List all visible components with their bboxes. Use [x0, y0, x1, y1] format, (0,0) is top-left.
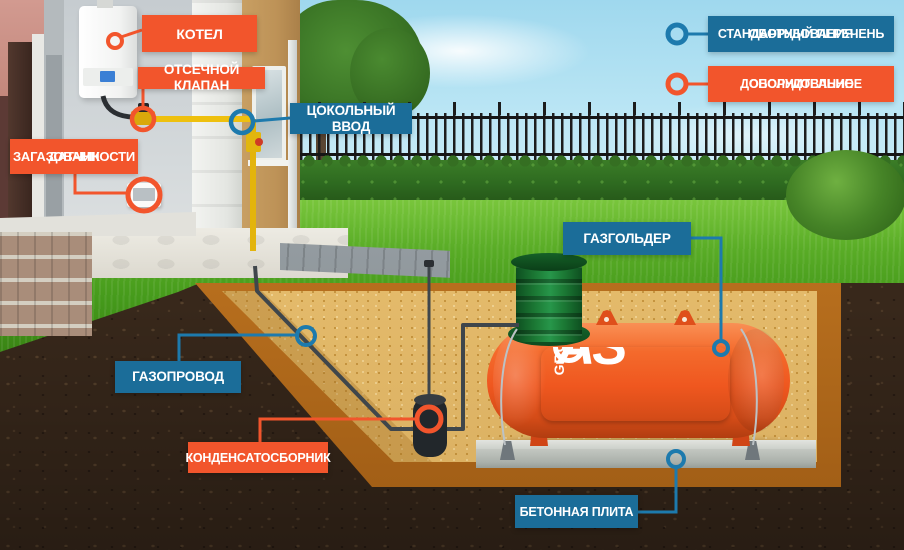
- brand-sub-text: GROUP: [550, 347, 567, 376]
- legend-standard-line1: СТАНДАРТНЫЙ ПЕРЕЧЕНЬ: [717, 27, 885, 41]
- callout-kotel-label: КОТЕЛ: [176, 25, 223, 42]
- legend-additional-equipment: ДОПОЛНИТЕЛЬНОЕ ОБОРУДОВАНИЕ: [708, 66, 894, 102]
- callout-betonnaya-plita: БЕТОННАЯ ПЛИТА: [515, 495, 638, 528]
- legend-additional-line2: ОБОРУДОВАНИЕ: [749, 77, 853, 91]
- callout-betonka-label: БЕТОННАЯ ПЛИТА: [519, 504, 634, 519]
- window-sill: [248, 160, 290, 166]
- brand-text: AS: [557, 347, 628, 382]
- boiler-flue: [97, 0, 113, 8]
- boiler: [79, 0, 137, 98]
- legend-standard-line2: ОБОРУДОВАНИЯ: [748, 27, 854, 41]
- house-left-edge: [0, 96, 10, 311]
- callout-gazoprovod: ГАЗОПРОВОД: [115, 361, 241, 393]
- tank-brand-label: AS GROUP: [541, 347, 730, 421]
- callout-otsechnoy-klapan: ОТСЕЧНОЙ КЛАПАН: [138, 62, 265, 93]
- callout-tsokolny-label: ЦОКОЛЬНЫЙ ВВОД: [306, 102, 396, 134]
- callout-datchik-zagazovannosti: ДАТЧИК ЗАГАЗОВАННОСТИ: [10, 139, 138, 174]
- brick-steps: [0, 232, 92, 336]
- callout-otsechnoy-label: ОТСЕЧНОЙ КЛАПАН: [163, 62, 240, 93]
- callout-gazoprovod-label: ГАЗОПРОВОД: [132, 369, 224, 384]
- callout-datchik-line1: ДАТЧИК: [48, 149, 100, 164]
- callout-kondensatosbornik: КОНДЕНСАТОСБОРНИК: [185, 442, 331, 473]
- boiler-display: [100, 71, 115, 82]
- legend-additional-line1: ДОПОЛНИТЕЛЬНОЕ: [740, 77, 862, 91]
- concrete-slab-top: [476, 440, 816, 449]
- gas-leak-sensor: [127, 183, 161, 207]
- callout-datchik-line2: ЗАГАЗОВАННОСТИ: [12, 149, 136, 164]
- callout-kotel: КОТЕЛ: [142, 15, 257, 52]
- bush: [786, 150, 904, 240]
- callout-kondensat-label: КОНДЕНСАТОСБОРНИК: [185, 450, 331, 465]
- callout-gazgolder-label: ГАЗГОЛЬДЕР: [583, 230, 671, 246]
- concrete-slab: [476, 449, 816, 468]
- legend-standard-equipment: СТАНДАРТНЫЙ ПЕРЕЧЕНЬ ОБОРУДОВАНИЯ: [708, 16, 894, 52]
- strap-anchor: [500, 441, 515, 460]
- fence-rail: [228, 116, 904, 119]
- callout-gazgolder: ГАЗГОЛЬДЕР: [563, 222, 691, 255]
- tank-neck: [516, 262, 582, 342]
- tank-neck-cap: [511, 253, 587, 271]
- callout-tsokolny-vvod: ЦОКОЛЬНЫЙ ВВОД: [290, 103, 412, 134]
- downspout: [288, 40, 297, 272]
